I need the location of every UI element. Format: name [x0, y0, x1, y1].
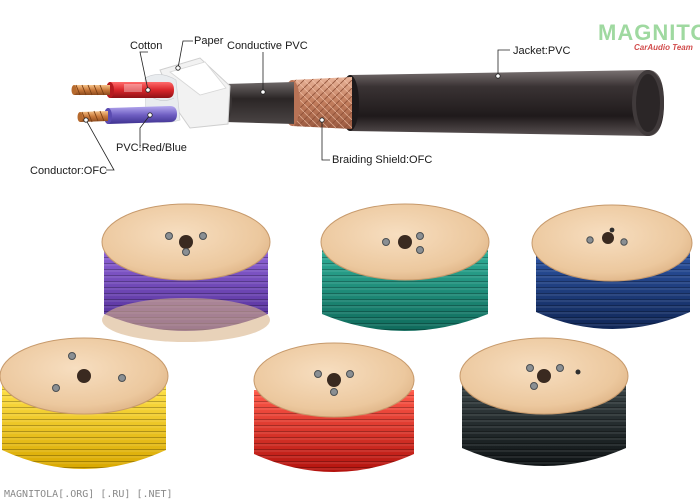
label-jacket: Jacket:PVC [513, 45, 571, 57]
braiding-shield [284, 77, 352, 129]
spool-yellow [0, 337, 169, 469]
leader-lines [85, 40, 510, 171]
blue-wire [104, 106, 177, 124]
copper-conductor-red [71, 84, 110, 96]
spool-teal [320, 203, 490, 331]
spool-purple [101, 203, 271, 342]
jacket-pvc [341, 70, 664, 136]
label-pvc-red-blue: PVC:Red/Blue [116, 142, 187, 154]
leader-dots [83, 65, 501, 123]
copper-conductor-blue [77, 110, 108, 123]
cable-diagram: Cotton Paper Conductive PVC Jacket:PVC P… [30, 35, 664, 177]
watermark-text: MAGNITOLA[.ORG] [.RU] [.NET] [4, 489, 173, 500]
label-paper: Paper [194, 35, 224, 47]
spool-navy [531, 204, 693, 329]
magnitola-logo: MAGNITOLA CarAudio Team [598, 20, 700, 52]
label-conductive-pvc: Conductive PVC [227, 40, 308, 52]
label-conductor: Conductor:OFC [30, 165, 107, 177]
spool-red [253, 342, 415, 472]
paper-wrap [159, 57, 231, 129]
spool-black [459, 337, 629, 466]
red-wire [106, 82, 174, 98]
label-braiding-shield: Braiding Shield:OFC [332, 154, 432, 166]
logo-main-text: MAGNITOLA [598, 20, 700, 45]
logo-sub-text: CarAudio Team [634, 43, 693, 52]
label-cotton: Cotton [130, 40, 162, 52]
